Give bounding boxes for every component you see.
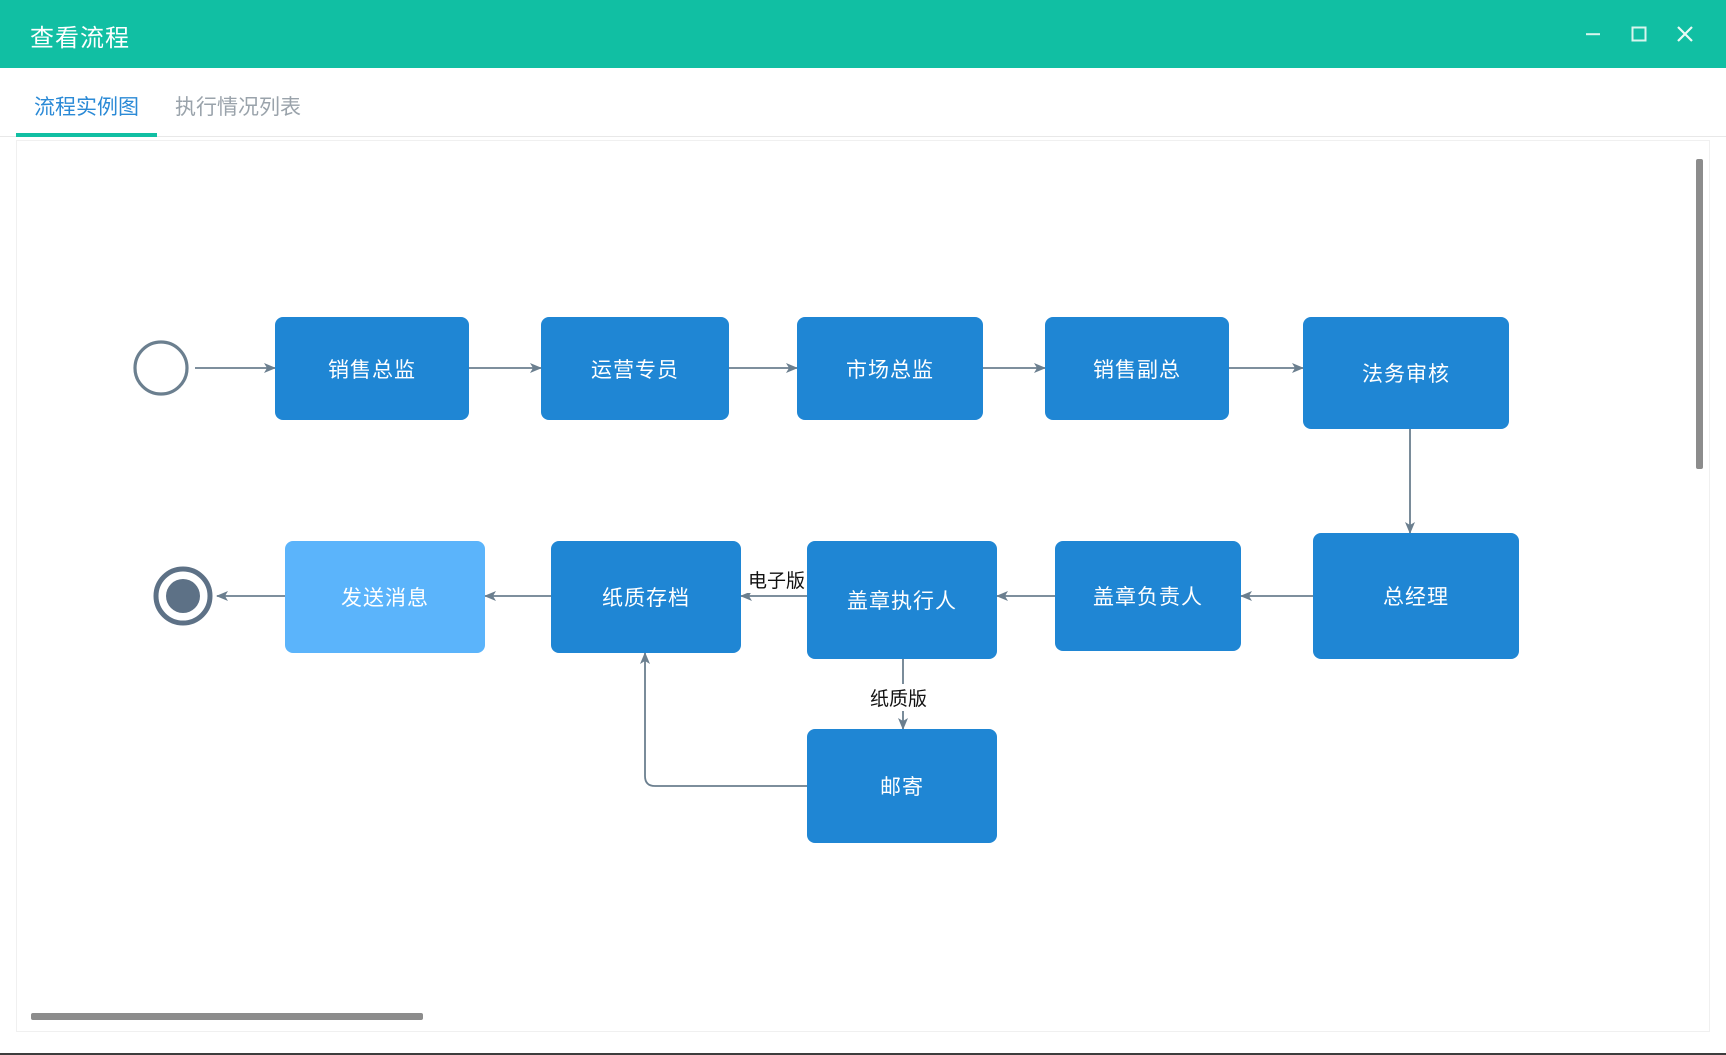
minimize-button[interactable]	[1570, 11, 1616, 57]
tab-list: 流程实例图 执行情况列表	[16, 68, 319, 137]
maximize-icon	[1631, 26, 1647, 42]
node-marketing-director[interactable]: 市场总监	[797, 317, 983, 420]
node-operations-specialist[interactable]: 运营专员	[541, 317, 729, 420]
node-general-manager[interactable]: 总经理	[1313, 533, 1519, 659]
flowchart-canvas[interactable]: 销售总监 运营专员 市场总监 销售副总 法务审核 总经理 盖章负责人 盖章执行人…	[17, 141, 1709, 1031]
node-stamp-executor[interactable]: 盖章执行人	[807, 541, 997, 659]
vertical-scrollbar[interactable]	[1696, 159, 1703, 469]
window-title: 查看流程	[30, 25, 130, 52]
node-mail[interactable]: 邮寄	[807, 729, 997, 843]
edge-n11-to-n9	[640, 652, 807, 787]
tab-execution-list[interactable]: 执行情况列表	[175, 96, 301, 119]
node-stamp-owner[interactable]: 盖章负责人	[1055, 541, 1241, 651]
node-sales-director[interactable]: 销售总监	[275, 317, 469, 420]
window-title-bar: 查看流程	[0, 0, 1726, 68]
close-button[interactable]	[1662, 11, 1708, 57]
flowchart-connectors	[133, 340, 1415, 787]
diagram-panel: 销售总监 运营专员 市场总监 销售副总 法务审核 总经理 盖章负责人 盖章执行人…	[16, 140, 1710, 1032]
maximize-button[interactable]	[1616, 11, 1662, 57]
node-send-message[interactable]: 发送消息	[285, 541, 485, 653]
edge-label-paper-version: 纸质版	[868, 684, 930, 711]
window-controls	[1570, 0, 1708, 68]
minimize-icon	[1586, 33, 1600, 36]
close-icon	[1677, 26, 1693, 42]
start-event-icon	[133, 340, 189, 396]
horizontal-scrollbar[interactable]	[31, 1013, 423, 1020]
tab-bar: 流程实例图 执行情况列表	[0, 68, 1726, 137]
tab-process-instance-diagram[interactable]: 流程实例图	[16, 91, 157, 137]
edge-label-electronic-version: 电子版	[746, 566, 808, 593]
end-event-fill-icon	[166, 579, 200, 613]
node-sales-vp[interactable]: 销售副总	[1045, 317, 1229, 420]
window-bottom-border	[0, 1053, 1726, 1055]
node-paper-archive[interactable]: 纸质存档	[551, 541, 741, 653]
node-legal-review[interactable]: 法务审核	[1303, 317, 1509, 429]
